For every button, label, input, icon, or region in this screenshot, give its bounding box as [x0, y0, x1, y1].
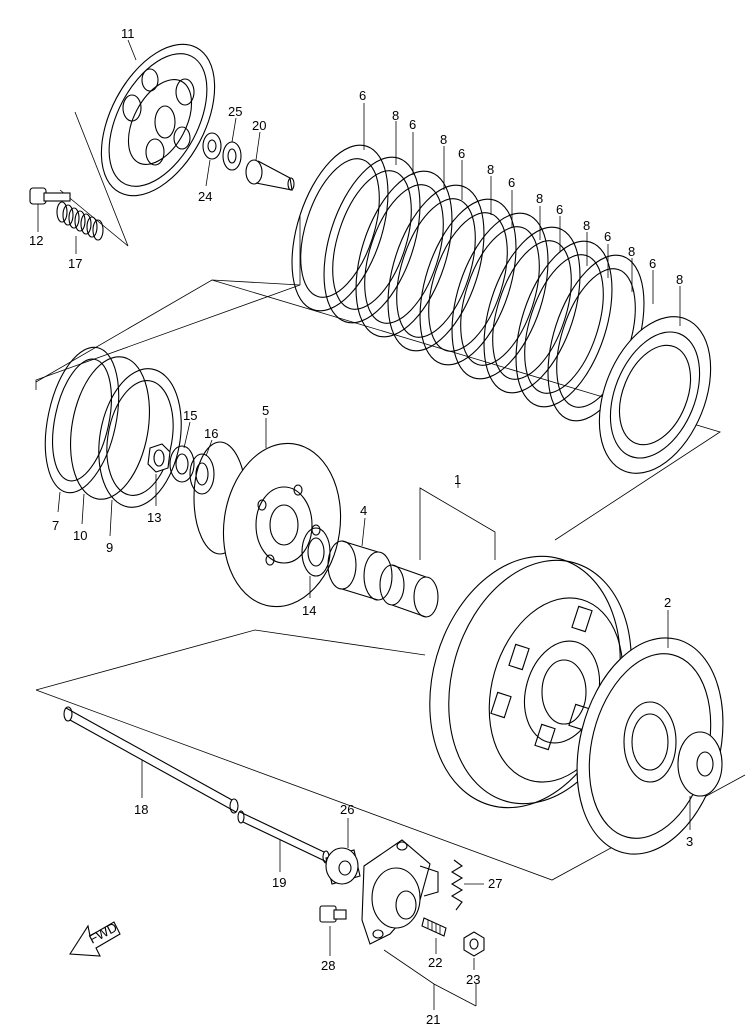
leader-lines [37, 39, 691, 1010]
sleeve-hub-part [193, 441, 342, 608]
label-8d: 8 [536, 191, 543, 206]
label-3: 3 [686, 834, 693, 849]
label-8g: 8 [676, 272, 683, 287]
label-1: 1 [454, 472, 461, 487]
flat-washer-part [189, 453, 215, 495]
label-6f: 6 [604, 229, 611, 244]
label-17: 17 [68, 256, 82, 271]
label-15: 15 [183, 408, 197, 423]
bolt-part [29, 187, 71, 205]
label-8a: 8 [392, 108, 399, 123]
label-26: 26 [340, 802, 354, 817]
nut-part [147, 443, 171, 473]
label-8e: 8 [583, 218, 590, 233]
clutch-plate-stack [291, 144, 712, 474]
label-9: 9 [106, 540, 113, 555]
label-27: 27 [488, 876, 502, 891]
needle-bearing-part [327, 540, 393, 601]
label-8c: 8 [487, 162, 494, 177]
label-21: 21 [426, 1012, 440, 1027]
guide-outlines [35, 111, 746, 881]
thrust-bearing-part [222, 141, 242, 171]
label-25: 25 [228, 104, 242, 119]
label-16: 16 [204, 426, 218, 441]
label-28: 28 [321, 958, 335, 973]
flange-bolt-part [319, 905, 347, 923]
label-11: 11 [121, 26, 135, 41]
label-6b: 6 [409, 117, 416, 132]
push-piece-part [245, 159, 295, 191]
label-23: 23 [466, 972, 480, 987]
label-20: 20 [252, 118, 266, 133]
thrust-washer-part [677, 731, 723, 797]
label-6a: 6 [359, 88, 366, 103]
release-arm-part [361, 839, 439, 945]
push-rod-short-part [237, 810, 330, 864]
label-8f: 8 [628, 244, 635, 259]
stud-bolt-part [421, 917, 447, 937]
label-8b: 8 [440, 132, 447, 147]
label-13: 13 [147, 510, 161, 525]
lock-washer-part [169, 445, 195, 483]
label-19: 19 [272, 875, 286, 890]
label-6e: 6 [556, 202, 563, 217]
label-24: 24 [198, 189, 212, 204]
oil-seal-part [325, 847, 361, 885]
label-5: 5 [262, 403, 269, 418]
label-2: 2 [664, 595, 671, 610]
drive-gear-part [576, 637, 724, 855]
label-22: 22 [428, 955, 442, 970]
label-18: 18 [134, 802, 148, 817]
sleeve-spacer-part [379, 564, 439, 618]
pressure-plate-part [100, 43, 216, 197]
label-7: 7 [52, 518, 59, 533]
callout-labels: 11 25 20 24 12 17 6 8 6 8 6 8 6 8 6 8 6 … [29, 26, 693, 1027]
label-6d: 6 [508, 175, 515, 190]
fwd-arrow-icon: FWD [69, 920, 121, 957]
label-10: 10 [73, 528, 87, 543]
push-rod-long-part [63, 706, 239, 814]
spring-part [56, 201, 104, 241]
label-12: 12 [29, 233, 43, 248]
label-6c: 6 [458, 146, 465, 161]
left-plate-group [44, 346, 182, 508]
small-nut-part [463, 931, 485, 957]
return-spring-part [450, 859, 464, 911]
label-14: 14 [302, 603, 316, 618]
label-6g: 6 [649, 256, 656, 271]
label-4: 4 [360, 503, 367, 518]
washer-part [202, 132, 222, 160]
